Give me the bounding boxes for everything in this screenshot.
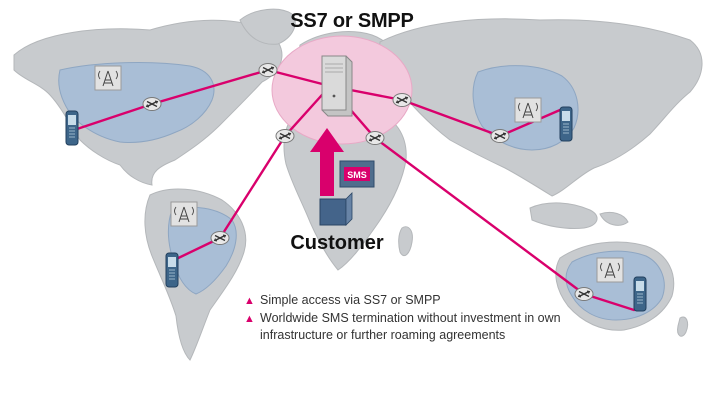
sms-message-icon: SMS [339, 160, 375, 188]
switch-icon [490, 128, 510, 144]
feature-text: Worldwide SMS termination without invest… [260, 310, 561, 343]
indonesia [529, 202, 629, 229]
feature-item: ▲ Worldwide SMS termination without inve… [244, 310, 584, 345]
mobile-phone-icon [65, 110, 79, 146]
mobile-phone-icon [165, 252, 179, 288]
link-usa [72, 68, 332, 132]
feature-item: ▲ Simple access via SS7 or SMPP [244, 292, 584, 310]
customer-label: Customer [290, 232, 384, 254]
switch-icon [210, 230, 230, 246]
feature-list: ▲ Simple access via SS7 or SMPP ▲ Worldw… [244, 292, 584, 345]
new-zealand [677, 316, 689, 337]
diagram-title: SS7 or SMPP [290, 10, 414, 32]
switch-icon [275, 128, 295, 144]
mobile-phone-icon [559, 106, 573, 142]
switch-icon [142, 96, 162, 112]
switch-icon [258, 62, 278, 78]
madagascar [398, 226, 413, 257]
customer-terminal-icon [319, 192, 353, 226]
antenna-tower-icon [596, 257, 624, 283]
server-icon [321, 55, 353, 117]
mobile-phone-icon [633, 276, 647, 312]
antenna-tower-icon [170, 201, 198, 227]
bullet-triangle-icon: ▲ [244, 295, 255, 307]
antenna-tower-icon [514, 97, 542, 123]
antenna-tower-icon [94, 65, 122, 91]
switch-icon [365, 130, 385, 146]
sms-label: SMS [347, 170, 367, 180]
greenland [239, 8, 296, 45]
switch-icon [392, 92, 412, 108]
feature-text: Simple access via SS7 or SMPP [260, 293, 441, 307]
arrow-up-icon [310, 128, 344, 196]
bullet-triangle-icon: ▲ [244, 312, 255, 325]
